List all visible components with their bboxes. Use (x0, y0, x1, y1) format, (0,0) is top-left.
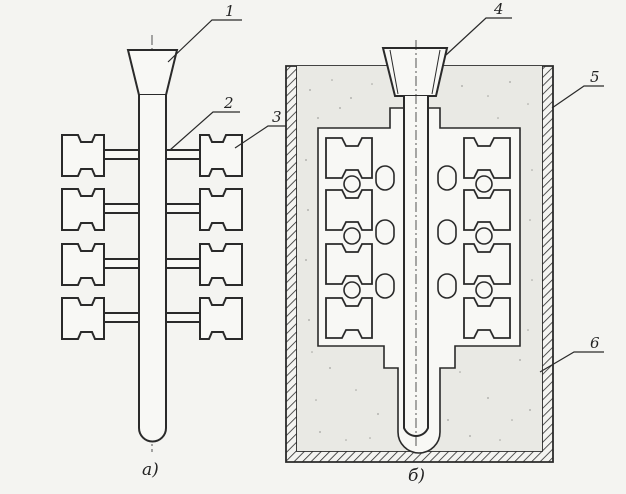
gate-ovals (343, 165, 493, 299)
callout-5: 5 (590, 68, 600, 86)
caption-b: б) (408, 466, 426, 486)
sand-speckle (305, 79, 533, 441)
callout-2: 2 (224, 94, 234, 112)
callout-6: 6 (590, 334, 600, 352)
shell-sprue-cup (381, 47, 449, 97)
flask-assembly (285, 40, 554, 463)
leader-lines-b (445, 17, 604, 373)
wax-patterns-right (199, 134, 243, 340)
sprue-cup (126, 49, 179, 96)
wax-cluster-assembly (61, 35, 243, 452)
callout-1: 1 (225, 2, 235, 20)
shell-cavities-left (325, 137, 373, 339)
leader-lines-a (167, 19, 288, 151)
caption-a: a) (142, 460, 159, 480)
callout-3: 3 (272, 108, 282, 126)
shell-cavities-right (463, 137, 511, 339)
wax-patterns-left (61, 134, 105, 340)
callout-4: 4 (494, 0, 504, 18)
